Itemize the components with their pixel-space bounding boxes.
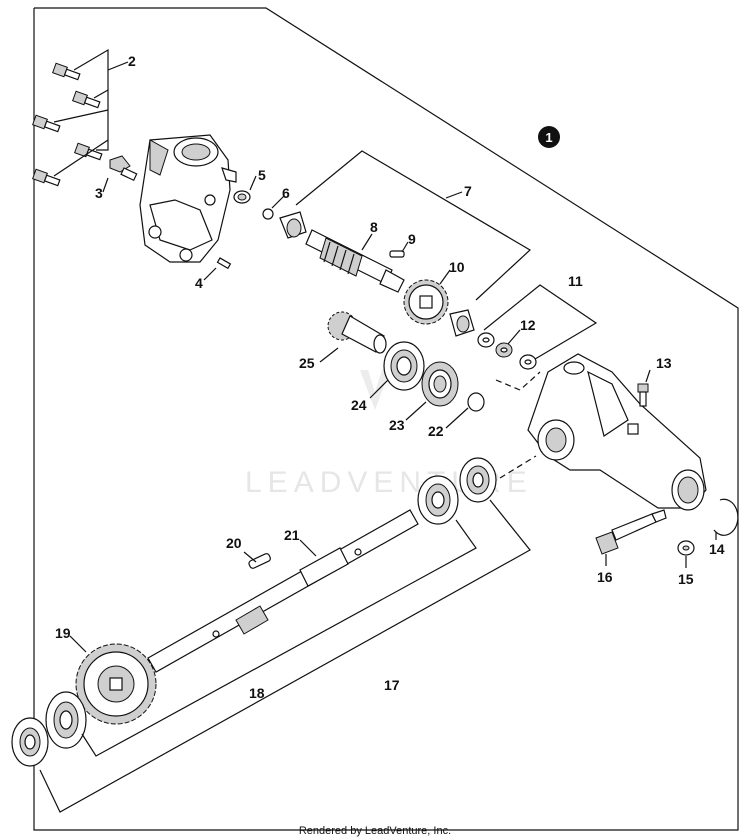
bushing-7-right[interactable] — [449, 309, 475, 337]
callout-10[interactable]: 10 — [449, 259, 465, 275]
bearing-22b[interactable] — [459, 457, 497, 503]
housing-cover[interactable] — [139, 134, 237, 263]
pin-4[interactable] — [216, 257, 232, 270]
bearing-ball[interactable] — [417, 475, 459, 525]
worm-shaft-8[interactable] — [305, 229, 405, 293]
bracket-18 — [81, 519, 477, 757]
bushing-7[interactable] — [279, 211, 307, 239]
callout-7[interactable]: 7 — [464, 183, 472, 199]
bracket-7 — [295, 150, 531, 301]
callout-11[interactable]: 11 — [568, 273, 583, 289]
callout-25[interactable]: 25 — [299, 355, 315, 371]
ring-6[interactable] — [262, 208, 274, 220]
washer-15[interactable] — [677, 540, 695, 556]
callout-13[interactable]: 13 — [656, 355, 672, 371]
assembly-frame — [33, 7, 739, 831]
callout-19[interactable]: 19 — [55, 625, 71, 641]
gear-10[interactable] — [403, 279, 449, 325]
circlip-14[interactable] — [713, 498, 739, 536]
callout-3[interactable]: 3 — [95, 185, 103, 201]
callout-4[interactable]: 4 — [195, 275, 203, 291]
key-9[interactable] — [389, 250, 405, 258]
callout-23[interactable]: 23 — [389, 417, 405, 433]
callout-18[interactable]: 18 — [249, 685, 265, 701]
ring-22[interactable] — [467, 392, 485, 412]
screw-13[interactable] — [637, 383, 649, 407]
callout-22[interactable]: 22 — [428, 423, 444, 439]
washer-5[interactable] — [233, 190, 251, 204]
bearing-17[interactable] — [11, 717, 49, 767]
callout-2[interactable]: 2 — [128, 53, 136, 69]
callout-16[interactable]: 16 — [597, 569, 613, 585]
callout-17[interactable]: 17 — [384, 677, 400, 693]
main-shaft-21[interactable] — [147, 509, 419, 673]
callouts: 2 3 4 5 6 7 8 9 10 11 12 13 14 15 16 17 … — [55, 53, 725, 701]
washer-12[interactable] — [495, 342, 513, 358]
footer-credit: Rendered by LeadVenture, Inc. — [299, 825, 451, 837]
assembly-badge[interactable]: 1 — [538, 126, 560, 148]
screws-group[interactable] — [32, 48, 129, 188]
washer-11b[interactable] — [519, 354, 537, 370]
leader-13 — [645, 369, 651, 383]
callout-9[interactable]: 9 — [408, 231, 416, 247]
callout-21[interactable]: 21 — [284, 527, 300, 543]
callout-6[interactable]: 6 — [282, 185, 290, 201]
gear-19[interactable] — [75, 643, 157, 725]
callout-24[interactable]: 24 — [351, 397, 367, 413]
bolt-16[interactable] — [595, 509, 667, 555]
callout-8[interactable]: 8 — [370, 219, 378, 235]
bearing-18[interactable] — [45, 691, 87, 749]
leader-7 — [445, 191, 463, 199]
callout-20[interactable]: 20 — [226, 535, 242, 551]
bracket-17 — [39, 499, 531, 813]
bolt-3[interactable] — [109, 155, 138, 182]
bracket-11 — [483, 284, 598, 363]
bearing-24[interactable] — [383, 341, 425, 391]
bearing-23[interactable] — [421, 361, 459, 407]
guide-dashed-2 — [499, 455, 537, 479]
callout-14[interactable]: 14 — [709, 541, 725, 557]
callout-15[interactable]: 15 — [678, 571, 694, 587]
key-20[interactable] — [248, 553, 271, 570]
leader-lines — [69, 175, 717, 653]
callout-12[interactable]: 12 — [520, 317, 536, 333]
callout-5[interactable]: 5 — [258, 167, 266, 183]
washer-11[interactable] — [477, 332, 495, 348]
guide-dashed-1 — [495, 371, 541, 391]
assembly-badge-label: 1 — [545, 130, 552, 145]
gear-case[interactable] — [527, 353, 707, 511]
pinion-25[interactable] — [327, 311, 387, 354]
